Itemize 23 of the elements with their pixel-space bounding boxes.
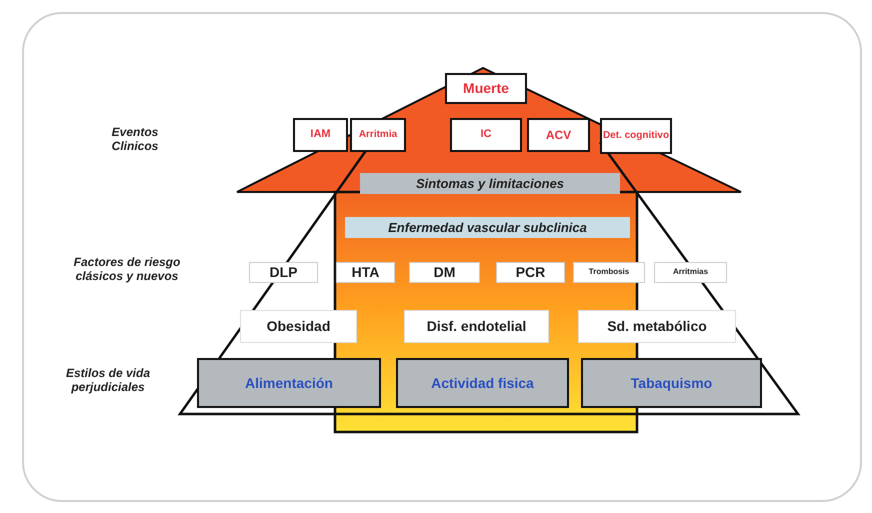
band: Sintomas y limitaciones: [360, 173, 620, 194]
text-box: Sd. metabólico: [578, 310, 736, 343]
row-label: Factores de riesgo clásicos y nuevos: [72, 255, 182, 284]
text-box: Alimentación: [197, 358, 381, 408]
row-label: Estilos de vida perjudiciales: [64, 366, 152, 395]
text-box: Trombosis: [573, 262, 645, 283]
text-box: IAM: [293, 118, 348, 152]
text-box: Obesidad: [240, 310, 357, 343]
text-box: Actividad fisica: [396, 358, 569, 408]
text-box: Muerte: [445, 73, 527, 104]
text-box: HTA: [336, 262, 395, 283]
text-box: PCR: [496, 262, 565, 283]
text-box: IC: [450, 118, 522, 152]
row-label: Eventos Clinicos: [110, 125, 160, 154]
text-box: Disf. endotelial: [404, 310, 549, 343]
text-box: Arritmias: [654, 262, 727, 283]
text-box: DM: [409, 262, 480, 283]
band: Enfermedad vascular subclinica: [345, 217, 630, 238]
text-box: Arritmia: [350, 118, 406, 152]
text-box: ACV: [527, 118, 590, 152]
text-box: Det. cognitivo: [600, 118, 672, 154]
text-box: Tabaquismo: [581, 358, 762, 408]
text-box: DLP: [249, 262, 318, 283]
